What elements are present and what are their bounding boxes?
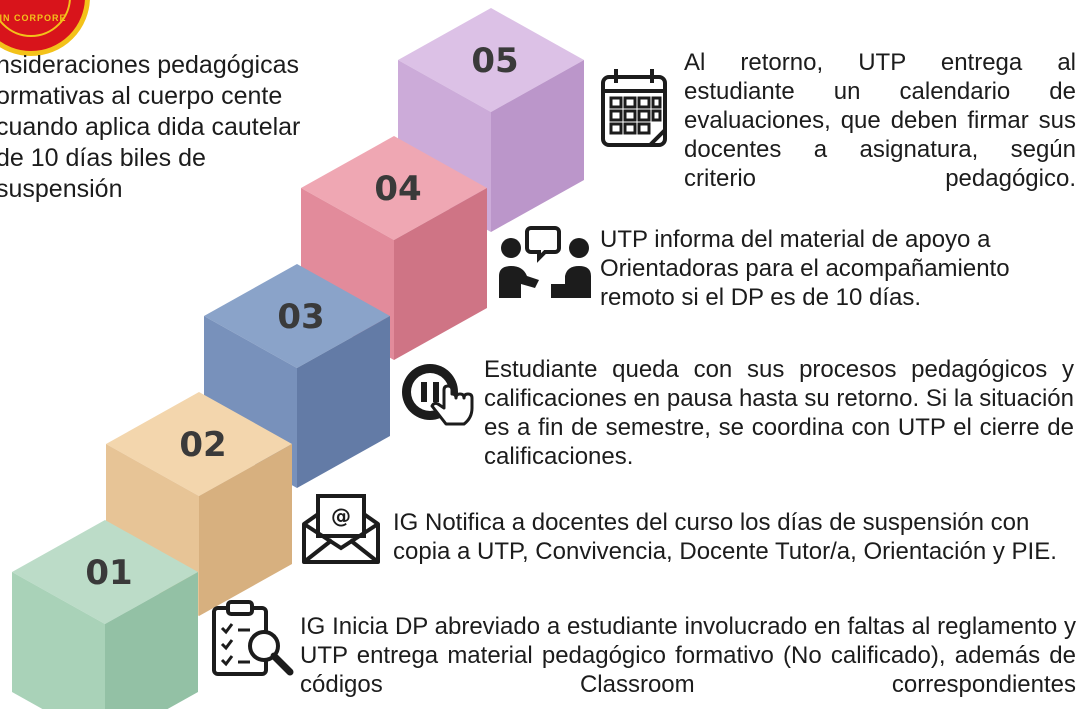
email-at-icon: @ — [300, 490, 382, 566]
cube-right-face — [199, 444, 292, 616]
cube-left-face — [12, 572, 105, 709]
step-number-04: 04 — [374, 169, 421, 209]
cube-right-face — [394, 188, 487, 360]
step-cube-01: 01 — [12, 520, 198, 709]
seal-text: IN CORPORE — [0, 13, 67, 23]
staircase-diagram: 05 04 03 02 01 — [12, 8, 584, 709]
step-number-05: 05 — [471, 41, 518, 81]
clipboard-search-icon — [210, 600, 294, 678]
step-number-02: 02 — [179, 425, 226, 465]
cube-right-face — [491, 60, 584, 232]
step-05-text: Al retorno, UTP entrega al estudiante un… — [684, 49, 1076, 192]
step-number-03: 03 — [277, 297, 324, 337]
pause-hand-icon — [400, 360, 480, 428]
cube-right-face — [297, 316, 390, 488]
people-chat-icon — [497, 222, 593, 302]
step-03-text: Estudiante queda con sus procesos pedagó… — [484, 356, 1074, 470]
step-04-text: UTP informa del material de apoyo a Orie… — [600, 226, 1010, 311]
step-02-text: IG Notifica a docentes del curso los día… — [393, 509, 1057, 565]
step-number-01: 01 — [85, 553, 132, 593]
calendar-icon — [600, 65, 670, 150]
step-01-text: IG Inicia DP abreviado a estudiante invo… — [300, 613, 1076, 698]
cube-right-face — [105, 572, 198, 709]
intro-text: nsideraciones pedagógicas ormativas al c… — [0, 51, 301, 203]
at-symbol-text: @ — [331, 504, 351, 528]
